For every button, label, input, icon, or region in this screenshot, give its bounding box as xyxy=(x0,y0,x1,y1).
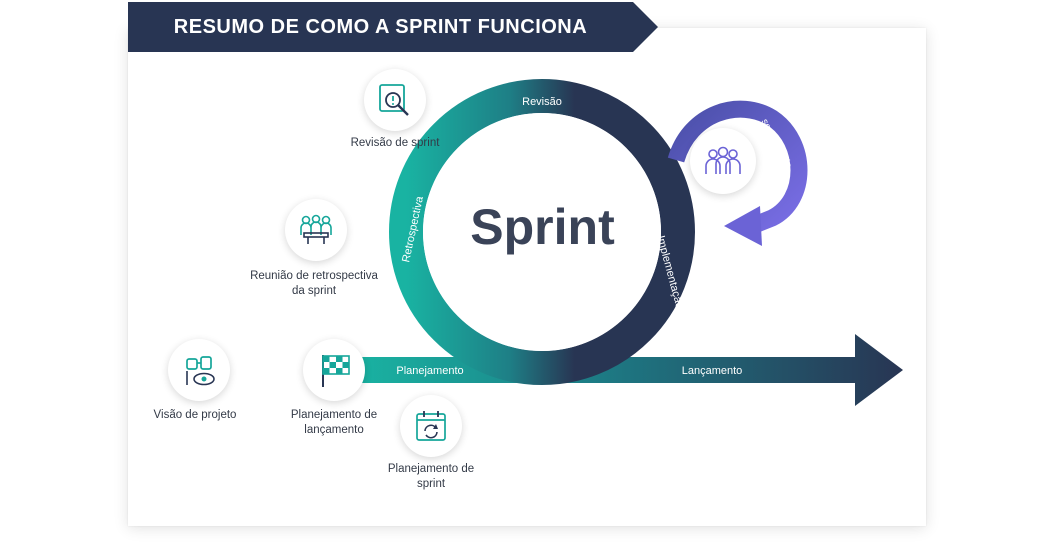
sprint-ring xyxy=(389,79,695,385)
daily-scrum-loop xyxy=(667,100,808,234)
calendar-cycle-icon xyxy=(416,411,446,441)
sprint-review-node xyxy=(364,69,426,131)
sprint-planning-label: Planejamento de sprint xyxy=(387,463,475,490)
center-label: Sprint xyxy=(470,199,615,255)
vision-binoculars-icon xyxy=(186,356,215,386)
team-icon xyxy=(705,146,741,174)
magnifier-document-icon xyxy=(379,84,409,116)
page-title: RESUMO DE COMO A SPRINT FUNCIONA xyxy=(173,15,588,38)
cycle-label-planning: Planejamento xyxy=(396,365,463,377)
sprint-inner xyxy=(423,113,661,351)
sprint-planning-node xyxy=(400,395,462,457)
cycle-label-release: Lançamento xyxy=(682,365,743,377)
release-planning-node xyxy=(303,339,365,401)
vision-node xyxy=(168,339,230,401)
retrospective-meeting-node xyxy=(285,199,347,261)
sprint-review-label: Revisão de sprint xyxy=(350,137,440,149)
cycle-label-review: Revisão xyxy=(522,96,562,108)
daily-scrum-arrowhead xyxy=(724,206,762,246)
retrospective-meeting-label: Reunião de retrospectiva da sprint xyxy=(250,270,378,297)
daily-scrum-node xyxy=(690,128,756,194)
checkered-flag-icon xyxy=(322,355,350,387)
vision-label: Visão de projeto xyxy=(153,409,237,421)
title-banner: RESUMO DE COMO A SPRINT FUNCIONA xyxy=(128,2,658,52)
release-planning-label: Planejamento de lançamento xyxy=(290,409,378,436)
timeline-arrow xyxy=(355,334,903,406)
meeting-table-icon xyxy=(300,214,332,244)
